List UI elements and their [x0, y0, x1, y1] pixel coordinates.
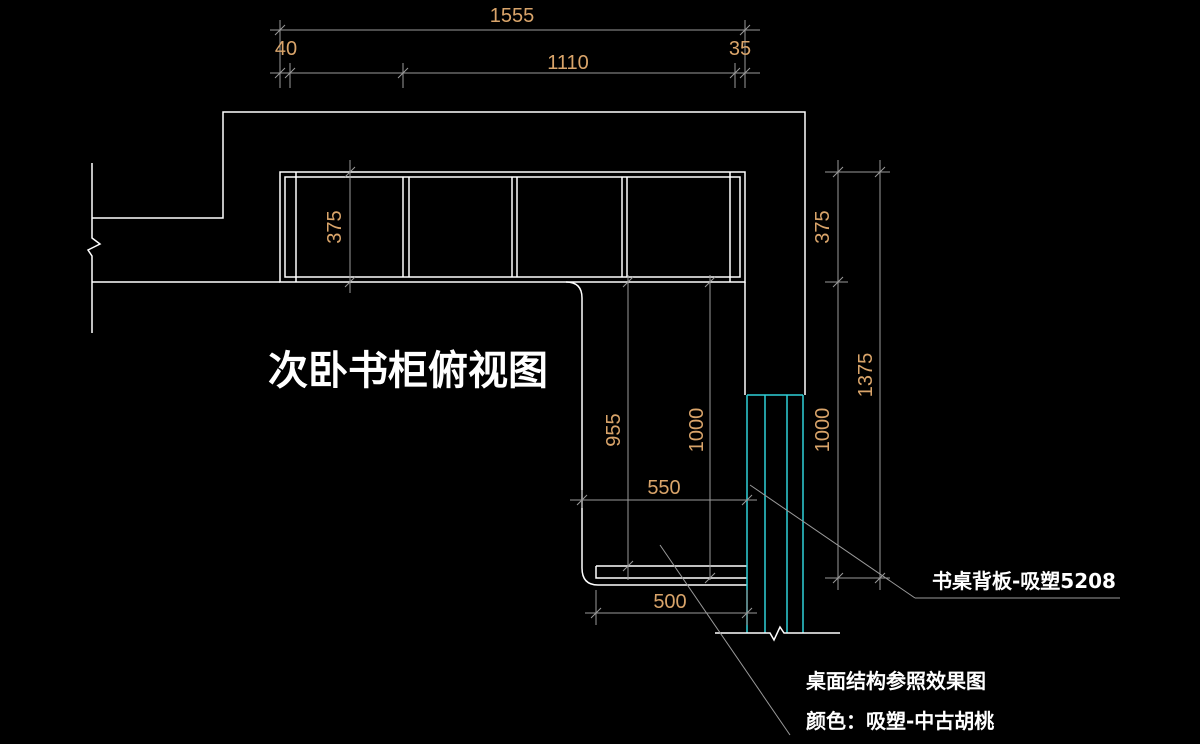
- desk-backboard: [746, 394, 804, 633]
- dim-right-1000: 1000: [812, 408, 834, 453]
- dim-desk-500: 500: [653, 591, 686, 613]
- wall-outline: [86, 111, 806, 395]
- note-backboard: 书桌背板-吸塑5208: [932, 569, 1116, 593]
- note-color: 颜色：吸塑-中古胡桃: [806, 709, 994, 733]
- dim-inner-width: 1110: [547, 52, 589, 74]
- dim-mid-1000: 1000: [686, 408, 708, 453]
- leader-lines: [659, 484, 1120, 736]
- floor-break-line: [715, 625, 840, 642]
- note-desk-structure: 桌面结构参照效果图: [806, 669, 986, 693]
- dim-total-height: 1375: [855, 353, 877, 398]
- dim-shelf-depth-right: 375: [812, 210, 834, 243]
- dim-left-gap: 40: [275, 38, 297, 60]
- dim-total-width: 1555: [490, 5, 535, 27]
- drawing-title: 次卧书柜俯视图: [268, 348, 548, 394]
- dim-desk-550: 550: [647, 477, 680, 499]
- desk-outline: [565, 281, 747, 586]
- bookshelf-upper: [279, 171, 746, 283]
- dim-right-gap: 35: [729, 38, 751, 60]
- dim-shelf-depth-left: 375: [324, 210, 346, 243]
- dim-955: 955: [603, 413, 625, 446]
- dimension-lines: [270, 20, 890, 625]
